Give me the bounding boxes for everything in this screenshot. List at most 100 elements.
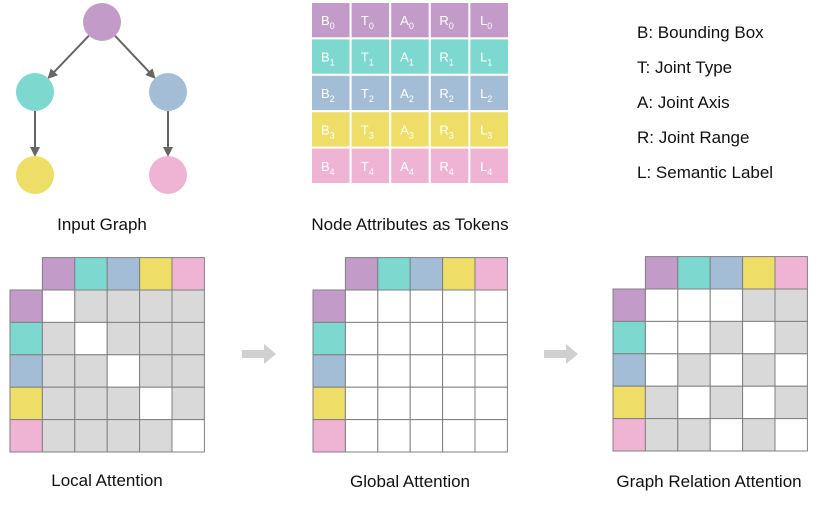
step-arrow-local-to-global	[242, 344, 276, 364]
row-token-pink	[9, 419, 43, 453]
attention-cell-attend	[774, 353, 808, 387]
attention-cell-attend	[344, 321, 379, 356]
token-cell	[428, 37, 471, 76]
attention-cell-masked	[139, 321, 173, 356]
row-token-yellow	[612, 385, 646, 420]
input-graph	[16, 3, 187, 194]
attention-cell-masked	[677, 418, 711, 452]
attention-cell-masked	[106, 321, 141, 356]
token-cell	[349, 37, 392, 76]
global-attention-matrix	[312, 257, 508, 453]
attention-cell-attend	[74, 321, 108, 356]
graph-relation-attention-matrix	[612, 256, 808, 452]
attention-cell-masked	[742, 418, 776, 452]
attention-cell-attend	[474, 321, 508, 356]
row-token-yellow	[312, 386, 346, 421]
header-token-yellow	[139, 257, 173, 291]
attention-cell-masked	[644, 385, 679, 420]
row-token-purple	[9, 289, 43, 323]
legend-item-bounding-box: B: Bounding Box	[637, 23, 764, 42]
graph-node-right-grandchild	[149, 156, 187, 194]
token-cell	[389, 37, 431, 76]
attention-cell-masked	[171, 354, 205, 388]
attention-cell-masked	[139, 419, 173, 453]
attention-cell-attend	[377, 386, 411, 421]
attention-cell-attend	[409, 354, 444, 388]
token-cell	[428, 1, 471, 40]
attention-cell-masked	[74, 354, 108, 388]
attention-cell-attend	[677, 320, 711, 355]
header-token-blue	[409, 257, 444, 291]
header-token-purple	[41, 257, 76, 291]
graph-node-left-child	[16, 73, 54, 111]
token-cell	[389, 110, 431, 149]
attention-cell-attend	[344, 354, 379, 388]
attention-cell-attend	[377, 289, 411, 323]
attention-cell-attend	[474, 289, 508, 323]
row-token-teal	[612, 320, 646, 355]
attention-cell-attend	[377, 354, 411, 388]
row-token-purple	[312, 289, 346, 323]
header-token-pink	[774, 256, 808, 290]
attention-cell-masked	[106, 386, 141, 421]
attention-cell-attend	[644, 288, 679, 322]
token-cell	[349, 110, 392, 149]
attention-cell-attend	[709, 418, 744, 452]
attention-cell-attend	[742, 320, 776, 355]
token-cell	[310, 146, 352, 186]
attention-cell-attend	[644, 353, 679, 387]
attention-cell-attend	[409, 419, 444, 453]
attention-cell-masked	[41, 354, 76, 388]
attention-cell-attend	[409, 289, 444, 323]
header-token-blue	[106, 257, 141, 291]
header-token-pink	[171, 257, 205, 291]
attention-cell-attend	[709, 353, 744, 387]
attention-cell-masked	[774, 320, 808, 355]
attention-cell-masked	[709, 385, 744, 420]
attention-cell-attend	[677, 385, 711, 420]
graph-node-right-child	[149, 73, 187, 111]
attention-cell-masked	[742, 288, 776, 322]
token-cell	[468, 110, 510, 149]
step-arrow-global-to-relation	[544, 344, 578, 364]
row-token-teal	[9, 321, 43, 356]
token-cell	[468, 1, 510, 40]
attention-cell-attend	[442, 419, 476, 453]
token-cell	[389, 146, 431, 186]
attention-cell-attend	[644, 320, 679, 355]
attention-cell-masked	[74, 386, 108, 421]
row-token-pink	[612, 418, 646, 452]
local-attention-caption: Local Attention	[51, 471, 163, 490]
attention-cell-attend	[442, 386, 476, 421]
graph-relation-attention-caption: Graph Relation Attention	[616, 472, 801, 491]
attention-cell-masked	[677, 353, 711, 387]
token-cell	[310, 37, 352, 76]
attention-cell-masked	[709, 320, 744, 355]
attention-cell-attend	[474, 419, 508, 453]
attention-cell-attend	[41, 289, 76, 323]
token-cell	[428, 73, 471, 113]
attention-cell-attend	[171, 419, 205, 453]
attention-cell-masked	[106, 419, 141, 453]
token-cell	[428, 146, 471, 186]
attention-cell-masked	[171, 321, 205, 356]
row-token-blue	[612, 353, 646, 387]
graph-node-root	[83, 3, 121, 41]
row-token-pink	[312, 419, 346, 453]
attention-cell-attend	[709, 288, 744, 322]
token-cell	[389, 1, 431, 40]
legend: B: Bounding Box T: Joint Type A: Joint A…	[637, 23, 773, 182]
attention-cell-masked	[106, 289, 141, 323]
attention-cell-masked	[41, 386, 76, 421]
row-token-teal	[312, 321, 346, 356]
header-token-yellow	[742, 256, 776, 290]
header-token-pink	[474, 257, 508, 291]
row-token-purple	[612, 288, 646, 322]
attention-cell-attend	[442, 354, 476, 388]
attention-cell-attend	[344, 289, 379, 323]
row-token-blue	[9, 354, 43, 388]
legend-item-joint-range: R: Joint Range	[637, 128, 749, 147]
token-cell	[349, 1, 392, 40]
attention-cell-attend	[409, 321, 444, 356]
